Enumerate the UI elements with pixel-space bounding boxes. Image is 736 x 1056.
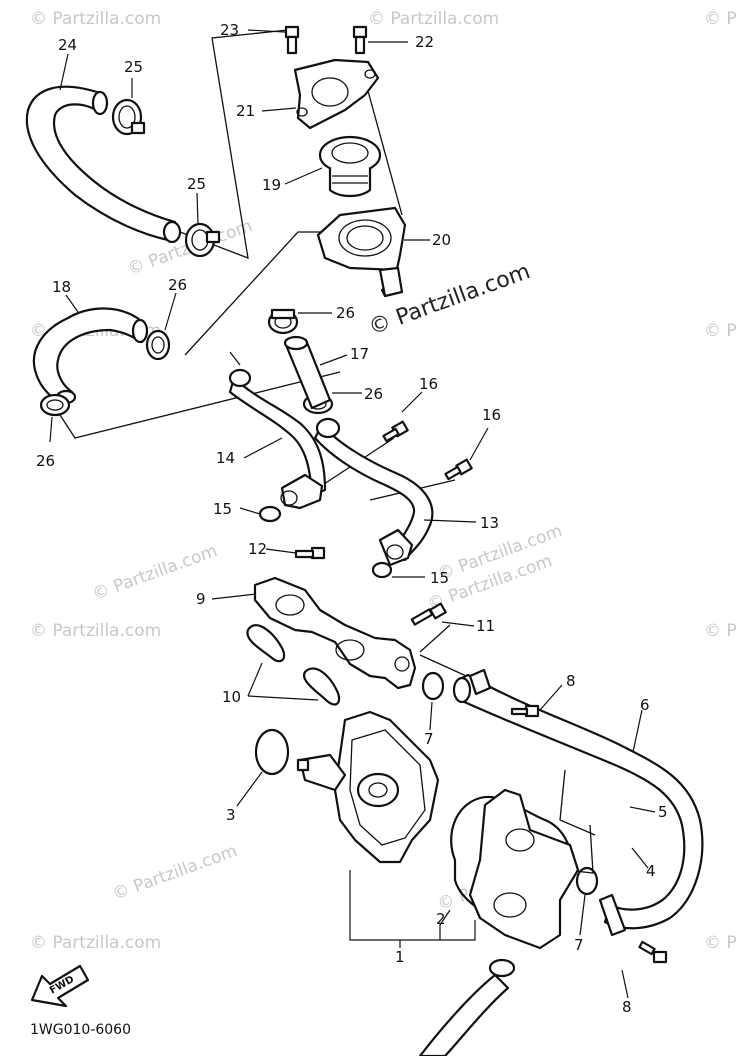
bolt-23	[284, 25, 300, 55]
thermostat-cover-21	[293, 58, 380, 130]
diagram-code: 1WG010-6060	[30, 1022, 131, 1038]
pipe-14	[228, 368, 327, 510]
callout-19: 19	[262, 176, 281, 194]
callout-11: 11	[476, 617, 495, 635]
thermostat-19	[318, 135, 382, 198]
callout-13: 13	[480, 514, 499, 532]
callout-10: 10	[222, 688, 241, 706]
bolt-8-a	[510, 704, 540, 718]
callout-26: 26	[336, 304, 355, 322]
callout-6: 6	[640, 696, 650, 714]
clamp-26-c	[267, 308, 299, 335]
callout-15: 15	[430, 569, 449, 587]
o-ring-7-a	[421, 671, 445, 701]
bolt-12	[294, 546, 326, 560]
callout-26: 26	[364, 385, 383, 403]
o-ring-3	[254, 728, 290, 776]
clamp-26-a	[145, 329, 171, 361]
watermark-text: © Partzilla.com	[30, 9, 161, 29]
callout-25: 25	[187, 175, 206, 193]
bolt-16-b	[444, 458, 473, 481]
pump-housing-2	[450, 788, 580, 950]
callout-26: 26	[168, 276, 187, 294]
callout-7: 7	[574, 936, 584, 954]
bolt-22	[352, 25, 368, 55]
o-ring-15-a	[258, 505, 282, 523]
bolt-8-b	[638, 940, 668, 964]
watermark-text: © Partzilla.com	[704, 621, 736, 641]
pipe-6	[452, 668, 704, 937]
callout-16: 16	[482, 406, 501, 424]
callout-18: 18	[52, 278, 71, 296]
o-ring-10-a	[246, 624, 286, 663]
callout-3: 3	[226, 806, 236, 824]
callout-5: 5	[658, 803, 668, 821]
callout-4: 4	[646, 862, 656, 880]
callout-leaders	[49, 29, 656, 999]
callout-20: 20	[432, 231, 451, 249]
o-ring-10-b	[302, 667, 341, 706]
callout-labels: 23 22 24 25 21 19 25 20 18 26 26 17 26 1…	[36, 21, 668, 1016]
callout-24: 24	[58, 36, 77, 54]
watermark-text: © Partzilla.com	[30, 933, 161, 953]
clamp-25-lower	[184, 222, 221, 258]
water-jacket-joint-9	[253, 576, 417, 690]
watermark-text: © Partzilla.com	[30, 621, 161, 641]
thermostat-housing-20	[316, 206, 407, 298]
o-ring-15-b	[371, 561, 393, 579]
callout-8: 8	[566, 672, 576, 690]
callout-8: 8	[622, 998, 632, 1016]
clamp-25-upper	[111, 98, 146, 136]
pipe-lower-fragment	[418, 958, 516, 1056]
callout-7: 7	[424, 730, 434, 748]
pipe-13	[313, 417, 434, 567]
callout-16: 16	[419, 375, 438, 393]
callout-17: 17	[350, 345, 369, 363]
bolt-16-a	[382, 420, 409, 443]
bolt-11	[410, 602, 447, 626]
callout-14: 14	[216, 449, 235, 467]
watermark-text: © Partzilla.com	[368, 9, 499, 29]
callout-26: 26	[36, 452, 55, 470]
water-pump-assembly-1	[296, 710, 440, 864]
watermark-text: © Partzilla.com	[704, 321, 736, 341]
callout-2: 2	[436, 910, 446, 928]
clamp-26-b	[39, 393, 71, 417]
watermark-text: © Partzilla.com	[110, 841, 240, 905]
pipe-17	[283, 335, 332, 410]
callout-9: 9	[196, 590, 206, 608]
callout-1: 1	[395, 948, 405, 966]
watermark-text: © Partzilla.com	[704, 933, 736, 953]
o-ring-7-b	[575, 866, 599, 896]
callout-21: 21	[236, 102, 255, 120]
callout-12: 12	[248, 540, 267, 558]
hose-24	[25, 85, 182, 244]
callout-22: 22	[415, 33, 434, 51]
callout-23: 23	[220, 21, 239, 39]
watermark-text: © Partzilla.com	[704, 9, 736, 29]
front-direction-arrow: FWD	[30, 964, 90, 1008]
callout-25: 25	[124, 58, 143, 76]
callout-15: 15	[213, 500, 232, 518]
